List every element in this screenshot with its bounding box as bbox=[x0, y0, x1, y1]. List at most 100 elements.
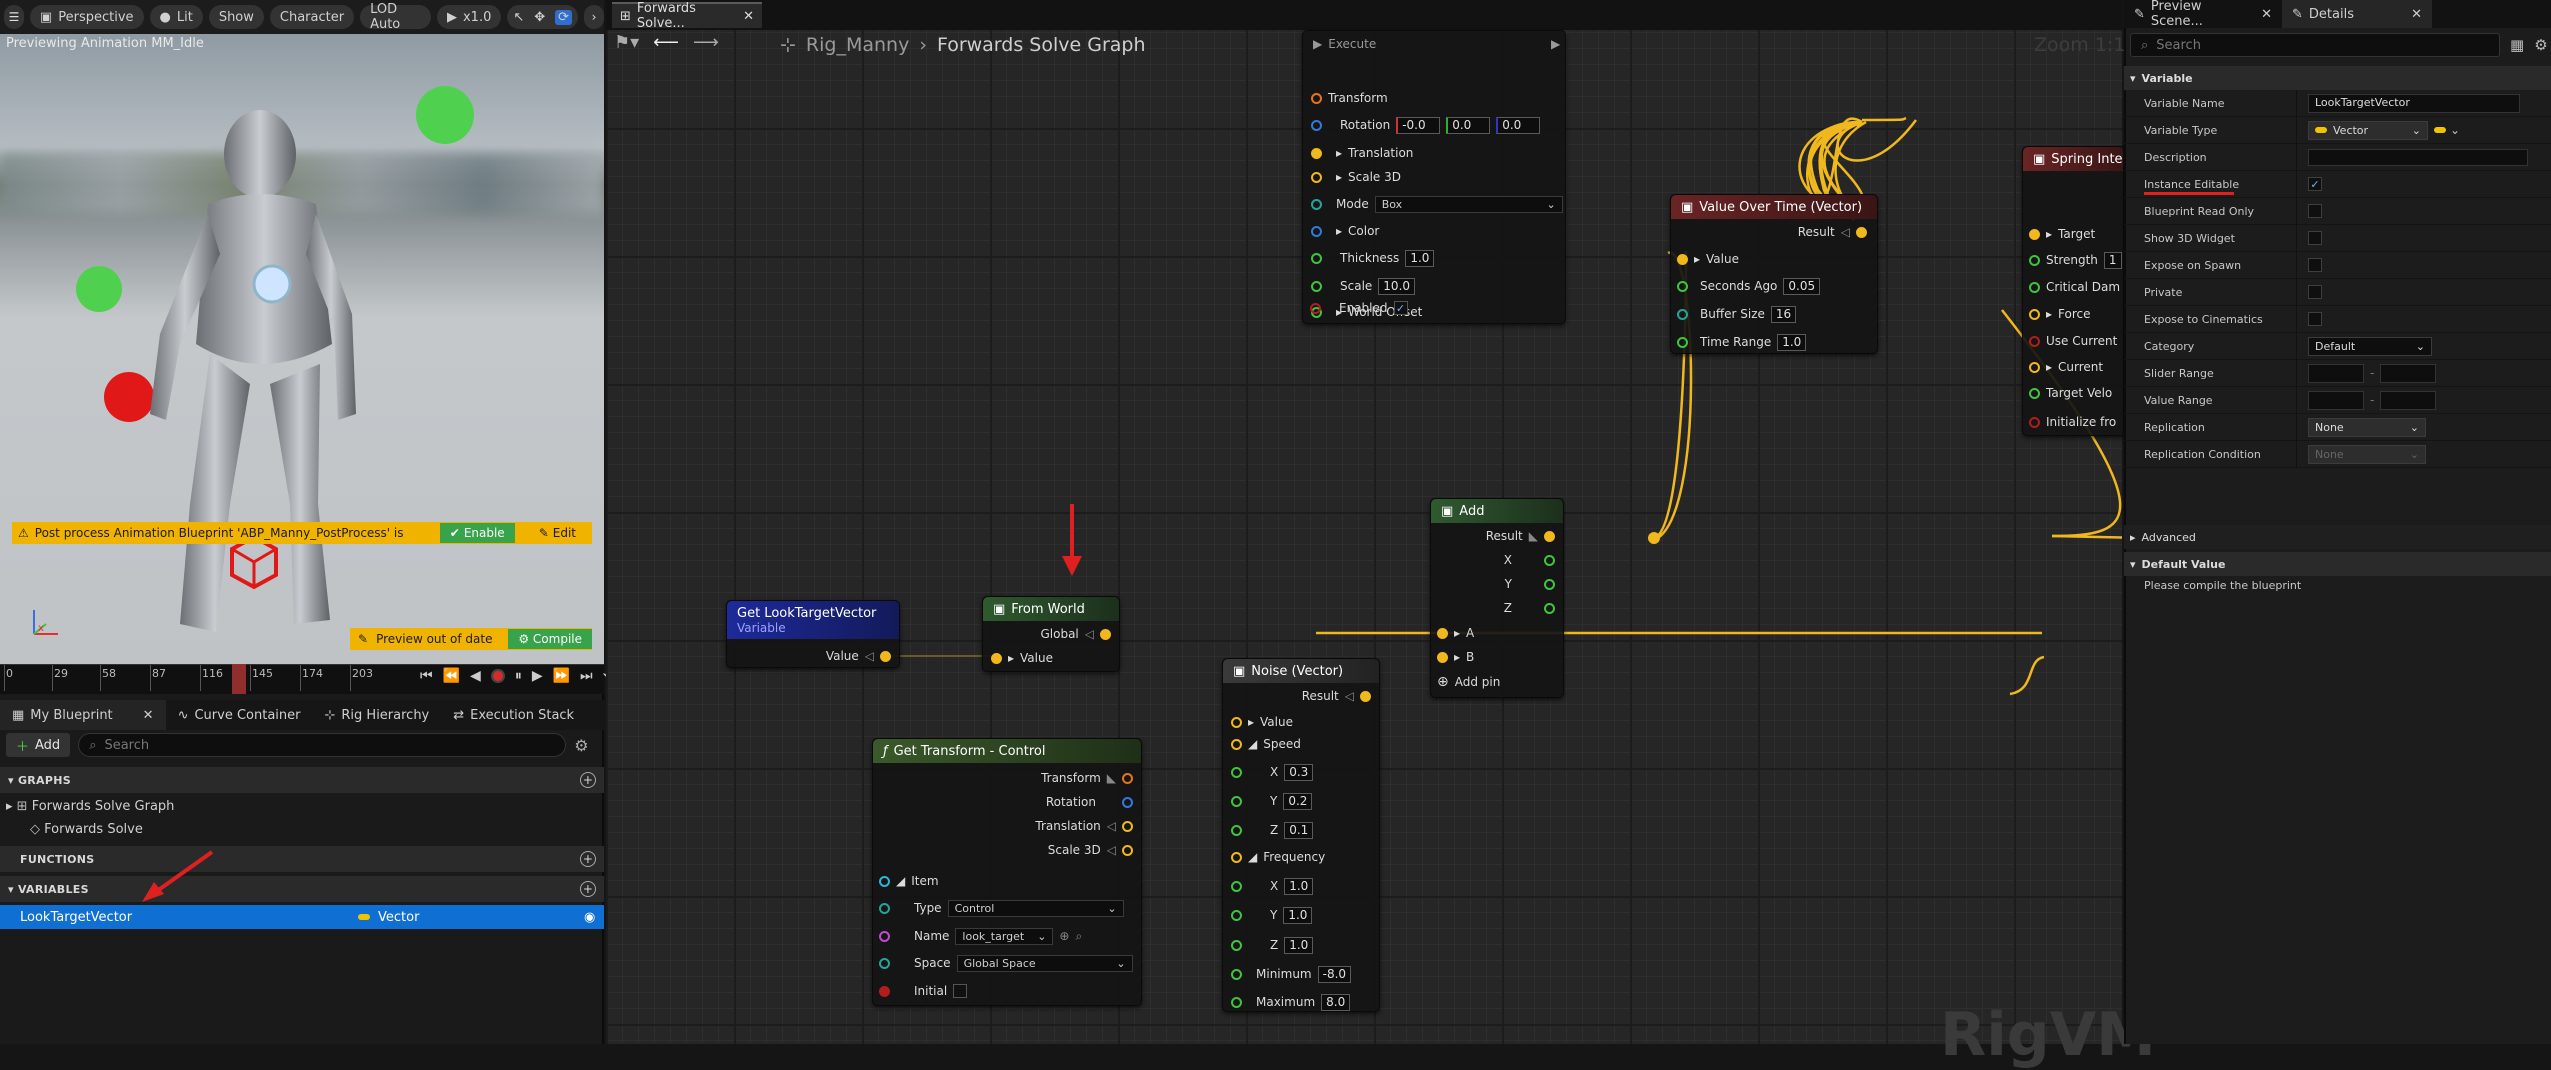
pin-scale3d[interactable] bbox=[1311, 171, 1322, 183]
pin-z[interactable] bbox=[1544, 602, 1555, 614]
pin-x[interactable] bbox=[1544, 554, 1555, 566]
lod-button[interactable]: LOD Auto bbox=[360, 2, 431, 32]
breadcrumb-rig-manny[interactable]: Rig_Manny bbox=[805, 34, 910, 56]
pin-use-current[interactable] bbox=[2029, 335, 2040, 347]
variable-type-dropdown[interactable]: Vector⌄ bbox=[2308, 120, 2428, 140]
close-icon[interactable]: ✕ bbox=[2261, 6, 2272, 22]
instance-editable-checkbox[interactable]: ✓ bbox=[2308, 177, 2322, 191]
pin-enabled[interactable] bbox=[1310, 302, 1321, 314]
play-speed-button[interactable]: ▶x1.0 bbox=[436, 5, 502, 29]
blueprint-read-only-checkbox[interactable] bbox=[2308, 204, 2322, 218]
tab-forwards-solve[interactable]: ⊞Forwards Solve...✕ bbox=[612, 1, 762, 31]
add-graph-icon[interactable]: + bbox=[580, 772, 596, 788]
rotation-x-field[interactable]: -0.0 bbox=[1396, 116, 1441, 134]
variable-type[interactable]: Vector bbox=[358, 910, 419, 925]
pin-item[interactable] bbox=[879, 875, 890, 887]
close-icon[interactable]: ✕ bbox=[142, 707, 154, 723]
skip-start-icon[interactable]: ⏮ bbox=[420, 668, 433, 684]
add-variable-icon[interactable]: + bbox=[580, 881, 596, 897]
node-get-looktargetvector[interactable]: Get LookTargetVector Variable Value◁ bbox=[726, 600, 900, 668]
close-icon[interactable]: ✕ bbox=[743, 8, 754, 24]
value-range-max[interactable] bbox=[2380, 390, 2437, 410]
perspective-button[interactable]: ▣Perspective bbox=[29, 5, 144, 29]
pin-frequency[interactable] bbox=[1231, 851, 1242, 863]
pin-a[interactable] bbox=[1437, 627, 1448, 639]
speed-z-field[interactable]: 0.1 bbox=[1284, 821, 1314, 839]
pin-rotation[interactable] bbox=[1122, 796, 1133, 808]
rotation-y-field[interactable]: 0.0 bbox=[1446, 116, 1491, 134]
pin-value[interactable] bbox=[991, 652, 1002, 664]
pin-maximum[interactable] bbox=[1231, 996, 1242, 1008]
category-combobox[interactable]: Default⌄ bbox=[2308, 336, 2432, 356]
initial-checkbox[interactable] bbox=[953, 984, 968, 998]
variable-name-input[interactable]: LookTargetVector bbox=[2308, 93, 2520, 113]
pin-result[interactable] bbox=[1856, 226, 1867, 238]
container-type-dropdown[interactable]: ⌄ bbox=[2434, 123, 2460, 137]
select-arrow-icon[interactable]: ↖ bbox=[513, 9, 525, 25]
more-options-button[interactable]: › bbox=[584, 5, 604, 29]
bookmark-icon[interactable]: ⚑▾ bbox=[614, 32, 640, 53]
pause-icon[interactable]: ⏸ bbox=[514, 668, 522, 684]
pin-transform[interactable] bbox=[1311, 92, 1322, 104]
speed-x-field[interactable]: 0.3 bbox=[1284, 763, 1314, 781]
pin-speed-x[interactable] bbox=[1231, 766, 1242, 778]
back-arrow-icon[interactable]: ⟵ bbox=[653, 32, 679, 53]
pin-target-velocity[interactable] bbox=[2029, 387, 2040, 399]
tab-execution-stack[interactable]: ⇄Execution Stack bbox=[453, 707, 575, 723]
replication-condition-dropdown[interactable]: None⌄ bbox=[2308, 444, 2426, 464]
animation-viewport[interactable]: x bbox=[0, 34, 604, 664]
replication-dropdown[interactable]: None⌄ bbox=[2308, 417, 2426, 437]
node-draw-transform[interactable]: ▶Execute ▶ Transform Rotation -0.0 0.0 0… bbox=[1302, 30, 1566, 324]
pin-translation[interactable] bbox=[1122, 820, 1133, 832]
section-functions[interactable]: FUNCTIONS + bbox=[0, 846, 604, 872]
pin-global[interactable] bbox=[1100, 628, 1111, 640]
pin-time-range[interactable] bbox=[1677, 336, 1688, 348]
pin-translation[interactable] bbox=[1311, 147, 1322, 159]
tab-my-blueprint[interactable]: ▦My Blueprint✕ bbox=[0, 700, 166, 730]
step-forward-icon[interactable]: ⏩ bbox=[552, 668, 571, 684]
pin-speed-y[interactable] bbox=[1231, 795, 1242, 807]
section-variables[interactable]: ▾ VARIABLES + bbox=[0, 876, 604, 902]
pin-space[interactable] bbox=[879, 957, 890, 969]
function-item[interactable]: ◇ Forwards Solve bbox=[30, 821, 143, 837]
strength-field[interactable]: 1 bbox=[2103, 251, 2122, 269]
time-range-field[interactable]: 1.0 bbox=[1777, 333, 1807, 351]
frequency-y-field[interactable]: 1.0 bbox=[1283, 906, 1313, 924]
pin-scale3d[interactable] bbox=[1122, 844, 1133, 856]
node-from-world[interactable]: ▣From World Global◁ ▸Value bbox=[982, 596, 1120, 672]
node-value-over-time[interactable]: ▣Value Over Time (Vector) Result◁ ▸Value… bbox=[1670, 194, 1878, 354]
name-dropdown[interactable]: look_target⌄ bbox=[955, 927, 1054, 945]
mode-dropdown[interactable]: Box⌄ bbox=[1374, 195, 1563, 213]
pin-critical-damping[interactable] bbox=[2029, 281, 2040, 293]
move-icon[interactable]: ✥ bbox=[534, 9, 546, 25]
show-button[interactable]: Show bbox=[208, 5, 264, 29]
expose-to-cinematics-checkbox[interactable] bbox=[2308, 312, 2322, 326]
pin-type[interactable] bbox=[879, 902, 890, 914]
pin-strength[interactable] bbox=[2029, 254, 2040, 266]
section-advanced[interactable]: ▸Advanced bbox=[2124, 525, 2551, 549]
pin-thickness[interactable] bbox=[1311, 252, 1322, 264]
play-icon[interactable]: ▶ bbox=[531, 668, 543, 684]
section-variable[interactable]: ▾Variable bbox=[2124, 66, 2551, 90]
expose-on-spawn-checkbox[interactable] bbox=[2308, 258, 2322, 272]
thickness-field[interactable]: 1.0 bbox=[1405, 249, 1435, 267]
pin-target[interactable] bbox=[2029, 228, 2040, 240]
pin-force[interactable] bbox=[2029, 308, 2040, 320]
pin-speed-z[interactable] bbox=[1231, 824, 1242, 836]
pin-transform[interactable] bbox=[1122, 772, 1133, 784]
edit-button[interactable]: ✎Edit bbox=[538, 526, 576, 540]
pin-name[interactable] bbox=[879, 930, 890, 942]
pin-scale[interactable] bbox=[1311, 280, 1322, 292]
section-graphs[interactable]: ▾ GRAPHS + bbox=[0, 767, 604, 793]
pin-initialize[interactable] bbox=[2029, 416, 2040, 428]
show-3d-widget-checkbox[interactable] bbox=[2308, 231, 2322, 245]
speed-y-field[interactable]: 0.2 bbox=[1283, 792, 1313, 810]
value-range-min[interactable] bbox=[2308, 390, 2364, 410]
settings-gear-icon[interactable]: ⚙ bbox=[574, 735, 589, 755]
search-icon[interactable]: ⌕ bbox=[1075, 928, 1083, 943]
rotate-icon[interactable]: ⟳ bbox=[555, 9, 573, 25]
space-dropdown[interactable]: Global Space⌄ bbox=[956, 954, 1133, 972]
